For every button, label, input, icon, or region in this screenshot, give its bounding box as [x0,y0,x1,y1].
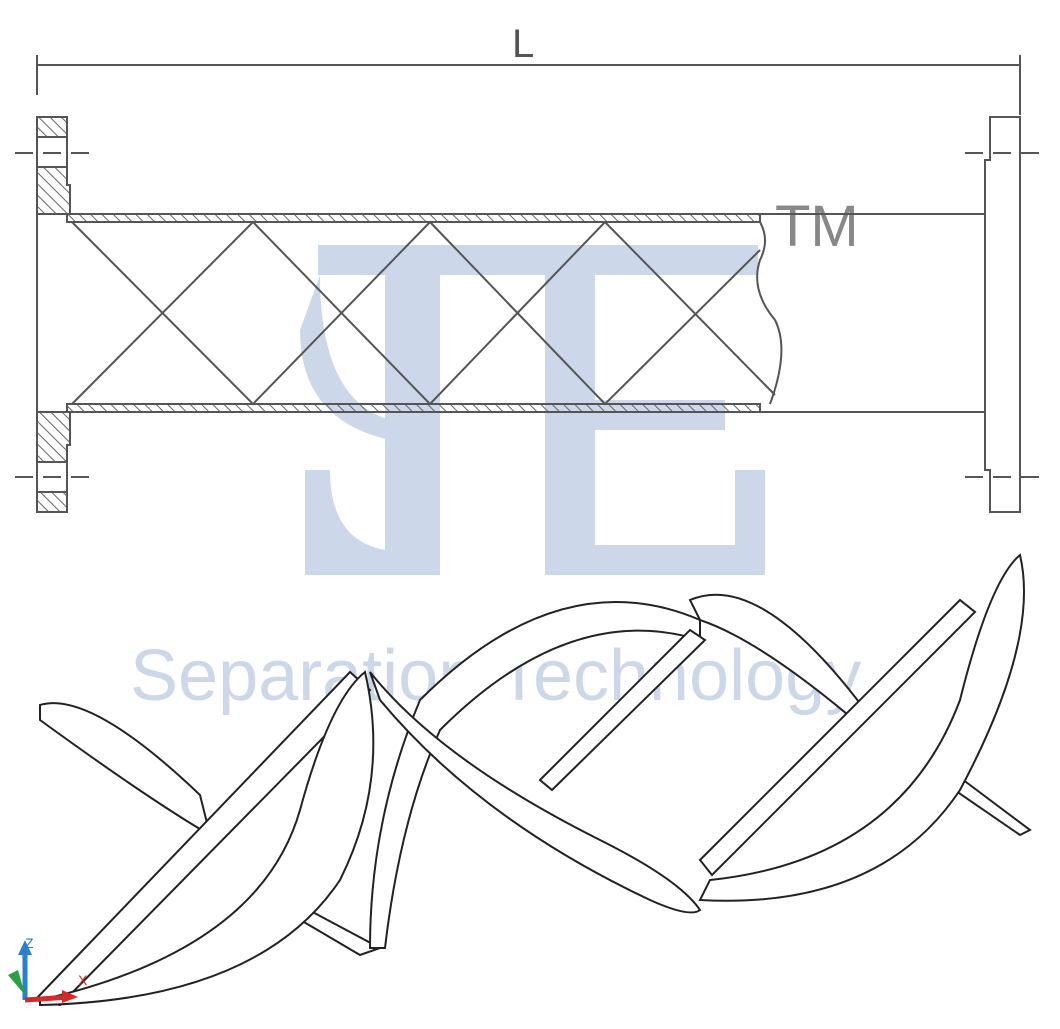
right-flange [965,116,1045,513]
dimension-label: L [512,22,534,66]
helical-screw-3d [33,553,1032,1007]
axis-x-label: X [78,972,88,988]
trademark-label: TM [775,194,859,259]
left-flange [15,116,90,513]
dimension-line [36,55,1021,115]
axis-z-label: Z [25,935,34,951]
axis-triad-icon [8,940,78,1003]
pipe-section [66,213,990,413]
